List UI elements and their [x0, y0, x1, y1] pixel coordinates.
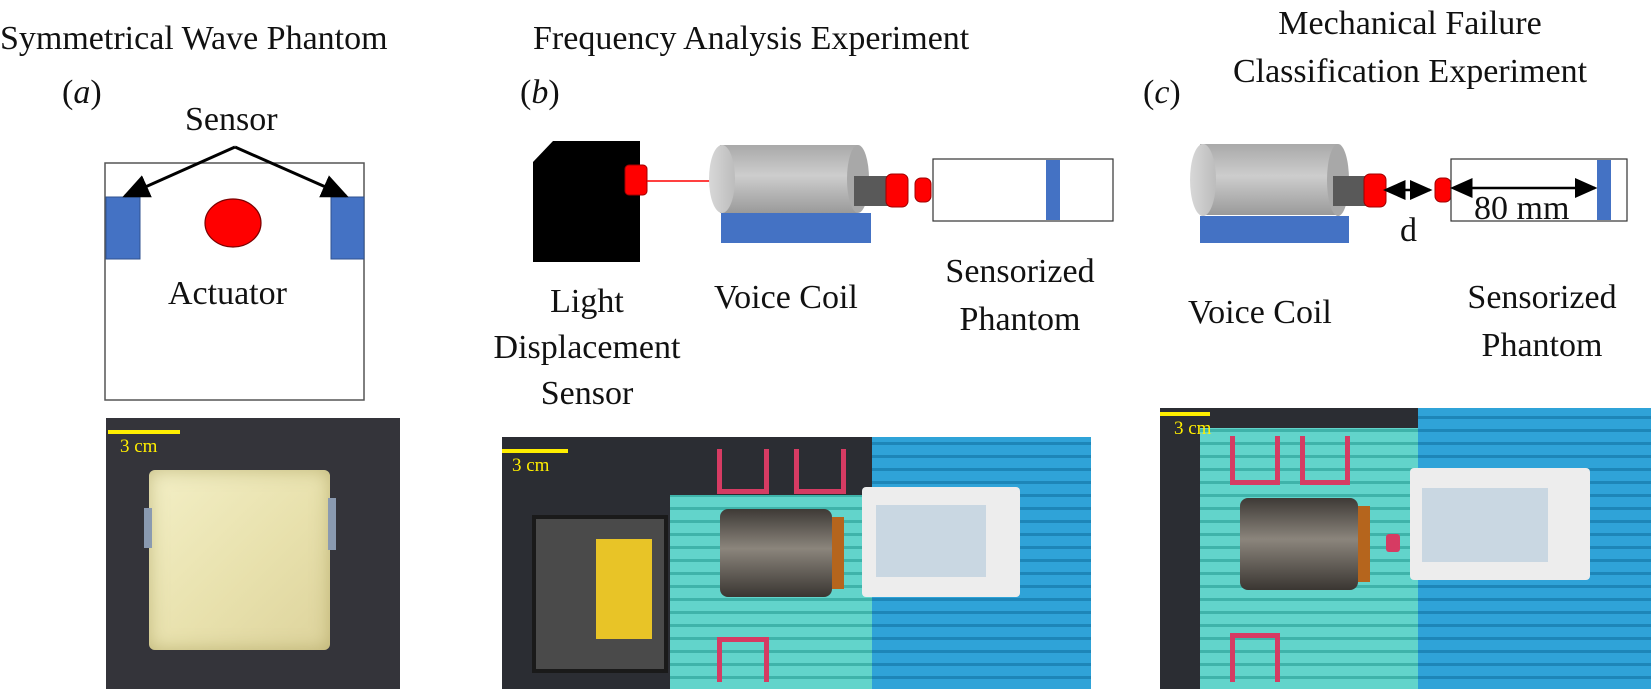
laser-emitter [624, 164, 648, 196]
phantom-sample [149, 470, 330, 650]
voice-coil-left-cap [1190, 144, 1216, 216]
left-sensor [105, 196, 141, 260]
coil-copper [1358, 506, 1370, 582]
mount-pink-2 [1300, 436, 1350, 485]
voice-coil-tip [885, 173, 909, 208]
voice-coil-body [1200, 144, 1338, 215]
mount-pink-1 [1230, 436, 1280, 485]
coil-copper [832, 517, 844, 589]
indenter-photo [1386, 534, 1400, 552]
voice-coil-left-cap [709, 145, 735, 213]
phantom-sensor-strip [1597, 160, 1611, 220]
scale-bar [502, 449, 568, 453]
mount-pink-1 [717, 449, 769, 494]
voice-coil-photo [1240, 498, 1358, 590]
panel-b-title: Frequency Analysis Experiment [533, 20, 970, 57]
voice-coil-shaft [1333, 176, 1367, 206]
sensor-strip-left [144, 508, 152, 548]
right-sensor [330, 196, 365, 260]
sensor-arrow-right [234, 145, 349, 198]
displacement-sensor-device [532, 515, 668, 673]
indenter-tip [914, 177, 932, 203]
panel-b-schematic [533, 141, 1114, 262]
mount-pink-2 [794, 449, 846, 494]
sensor-strip-right [328, 498, 336, 550]
scale-bar-label: 3 cm [1174, 418, 1212, 439]
voice-coil-photo [720, 509, 832, 597]
panel-c-schematic [1190, 144, 1628, 243]
sensorized-phantom-label: Sensorized Phantom [1467, 279, 1617, 364]
panel-c-photo: 3 cm [1160, 408, 1651, 689]
voice-coil-shaft [854, 176, 888, 206]
light-displacement-sensor-label: Light Displacement Sensor [493, 283, 681, 412]
panel-a-title: Symmetrical Wave Phantom [0, 20, 388, 57]
panel-a-photo: 3 cm [106, 418, 400, 689]
actuator-label: Actuator [168, 275, 287, 312]
voice-coil-base [721, 213, 871, 243]
light-displacement-sensor-body [533, 141, 640, 262]
scale-bar-label: 3 cm [120, 436, 158, 457]
voice-coil-tip [1363, 173, 1387, 208]
sensorized-phantom-label: Sensorized Phantom [945, 253, 1095, 338]
panel-a-tag: (a) [62, 74, 102, 111]
voice-coil-label: Voice Coil [1188, 294, 1332, 331]
distance-label: d [1400, 212, 1417, 249]
scale-bar-label: 3 cm [512, 455, 550, 476]
panel-b-tag: (b) [520, 74, 560, 111]
voice-coil-body [720, 145, 858, 213]
panel-c-title: Mechanical Failure Classification Experi… [1232, 5, 1588, 90]
scale-bar [108, 430, 180, 434]
phantom-sensor-strip [1046, 160, 1060, 220]
panel-c-tag: (c) [1143, 74, 1181, 111]
indenter-tip [1434, 177, 1452, 203]
sensor-arrow-left [122, 145, 236, 198]
panel-b-photo: 3 cm [502, 437, 1091, 689]
actuator-circle [204, 198, 262, 248]
panel-a-schematic [104, 145, 365, 401]
voice-coil-label: Voice Coil [714, 279, 858, 316]
phantom-holder [862, 487, 1020, 597]
mount-pink-3 [717, 637, 769, 682]
sensorized-phantom-box [932, 158, 1114, 222]
length-label: 80 mm [1474, 190, 1570, 227]
mount-pink-3 [1230, 633, 1280, 682]
phantom-holder [1410, 468, 1590, 580]
sensor-label: Sensor [185, 101, 278, 138]
scale-bar [1160, 412, 1210, 416]
voice-coil-base [1200, 216, 1349, 243]
